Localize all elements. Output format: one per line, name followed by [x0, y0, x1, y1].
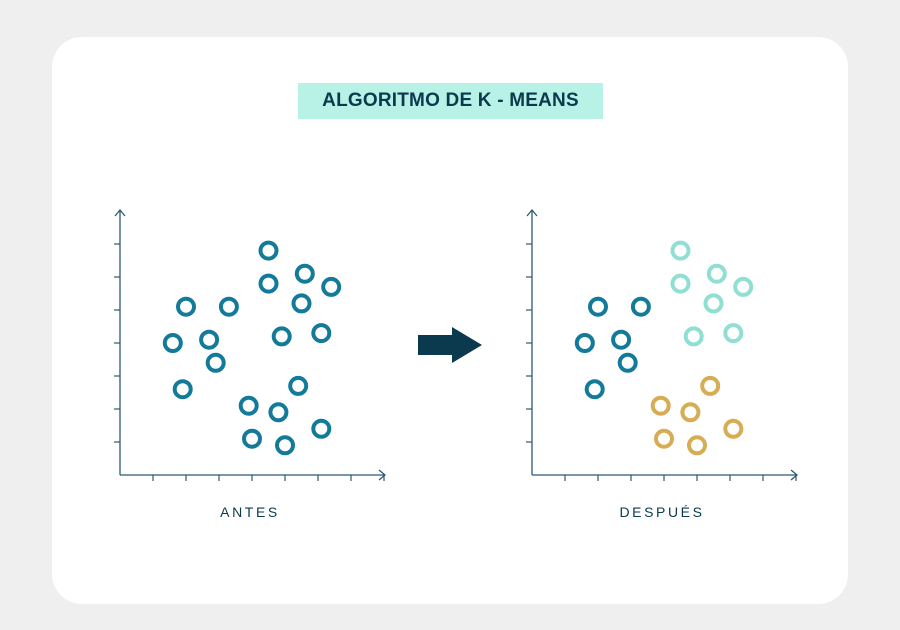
data-point [268, 402, 289, 423]
data-point [584, 379, 605, 400]
data-point [574, 333, 595, 353]
data-point [275, 435, 295, 456]
data-point [258, 240, 279, 261]
data-point [162, 333, 183, 353]
data-point [288, 375, 309, 396]
data-point [723, 323, 744, 344]
data-point [687, 435, 707, 456]
data-point [650, 395, 671, 416]
data-point [199, 329, 220, 350]
data-point [630, 296, 651, 317]
data-point [703, 293, 724, 314]
data-point [617, 352, 638, 373]
data-point [242, 428, 262, 449]
arrow-shaft [418, 335, 454, 355]
data-point [291, 293, 312, 314]
data-point [218, 296, 239, 317]
data-point [588, 296, 608, 317]
data-point [321, 276, 342, 297]
data-point [311, 323, 332, 344]
data-point [176, 296, 196, 317]
data-point [670, 240, 691, 261]
data-point [172, 379, 193, 400]
caption-after: DESPUÉS [619, 504, 705, 520]
diagram-card [52, 37, 848, 604]
scatter-plot-before [114, 208, 387, 481]
data-point [706, 263, 727, 284]
arrow-head [452, 327, 482, 363]
x-axis-arrow-icon [790, 469, 799, 481]
data-point [271, 326, 292, 347]
x-axis-arrow-icon [378, 469, 387, 481]
scatter-plot-after [526, 208, 799, 481]
y-axis-arrow-icon [526, 208, 538, 217]
data-point [654, 428, 674, 449]
data-point [733, 276, 754, 297]
data-point [611, 329, 632, 350]
data-point [294, 263, 315, 284]
caption-before: ANTES [220, 504, 280, 520]
data-point [700, 375, 721, 396]
y-axis-arrow-icon [114, 208, 126, 217]
data-point [311, 418, 332, 439]
data-point [205, 352, 226, 373]
page-title: ALGORITMO DE K - MEANS [322, 90, 579, 111]
data-point [680, 402, 701, 423]
right-arrow-icon [418, 327, 482, 363]
data-point [238, 395, 259, 416]
data-point [723, 418, 744, 439]
data-point [258, 273, 279, 294]
data-point [683, 326, 704, 347]
title-banner: ALGORITMO DE K - MEANS [298, 83, 603, 119]
data-point [670, 273, 691, 294]
